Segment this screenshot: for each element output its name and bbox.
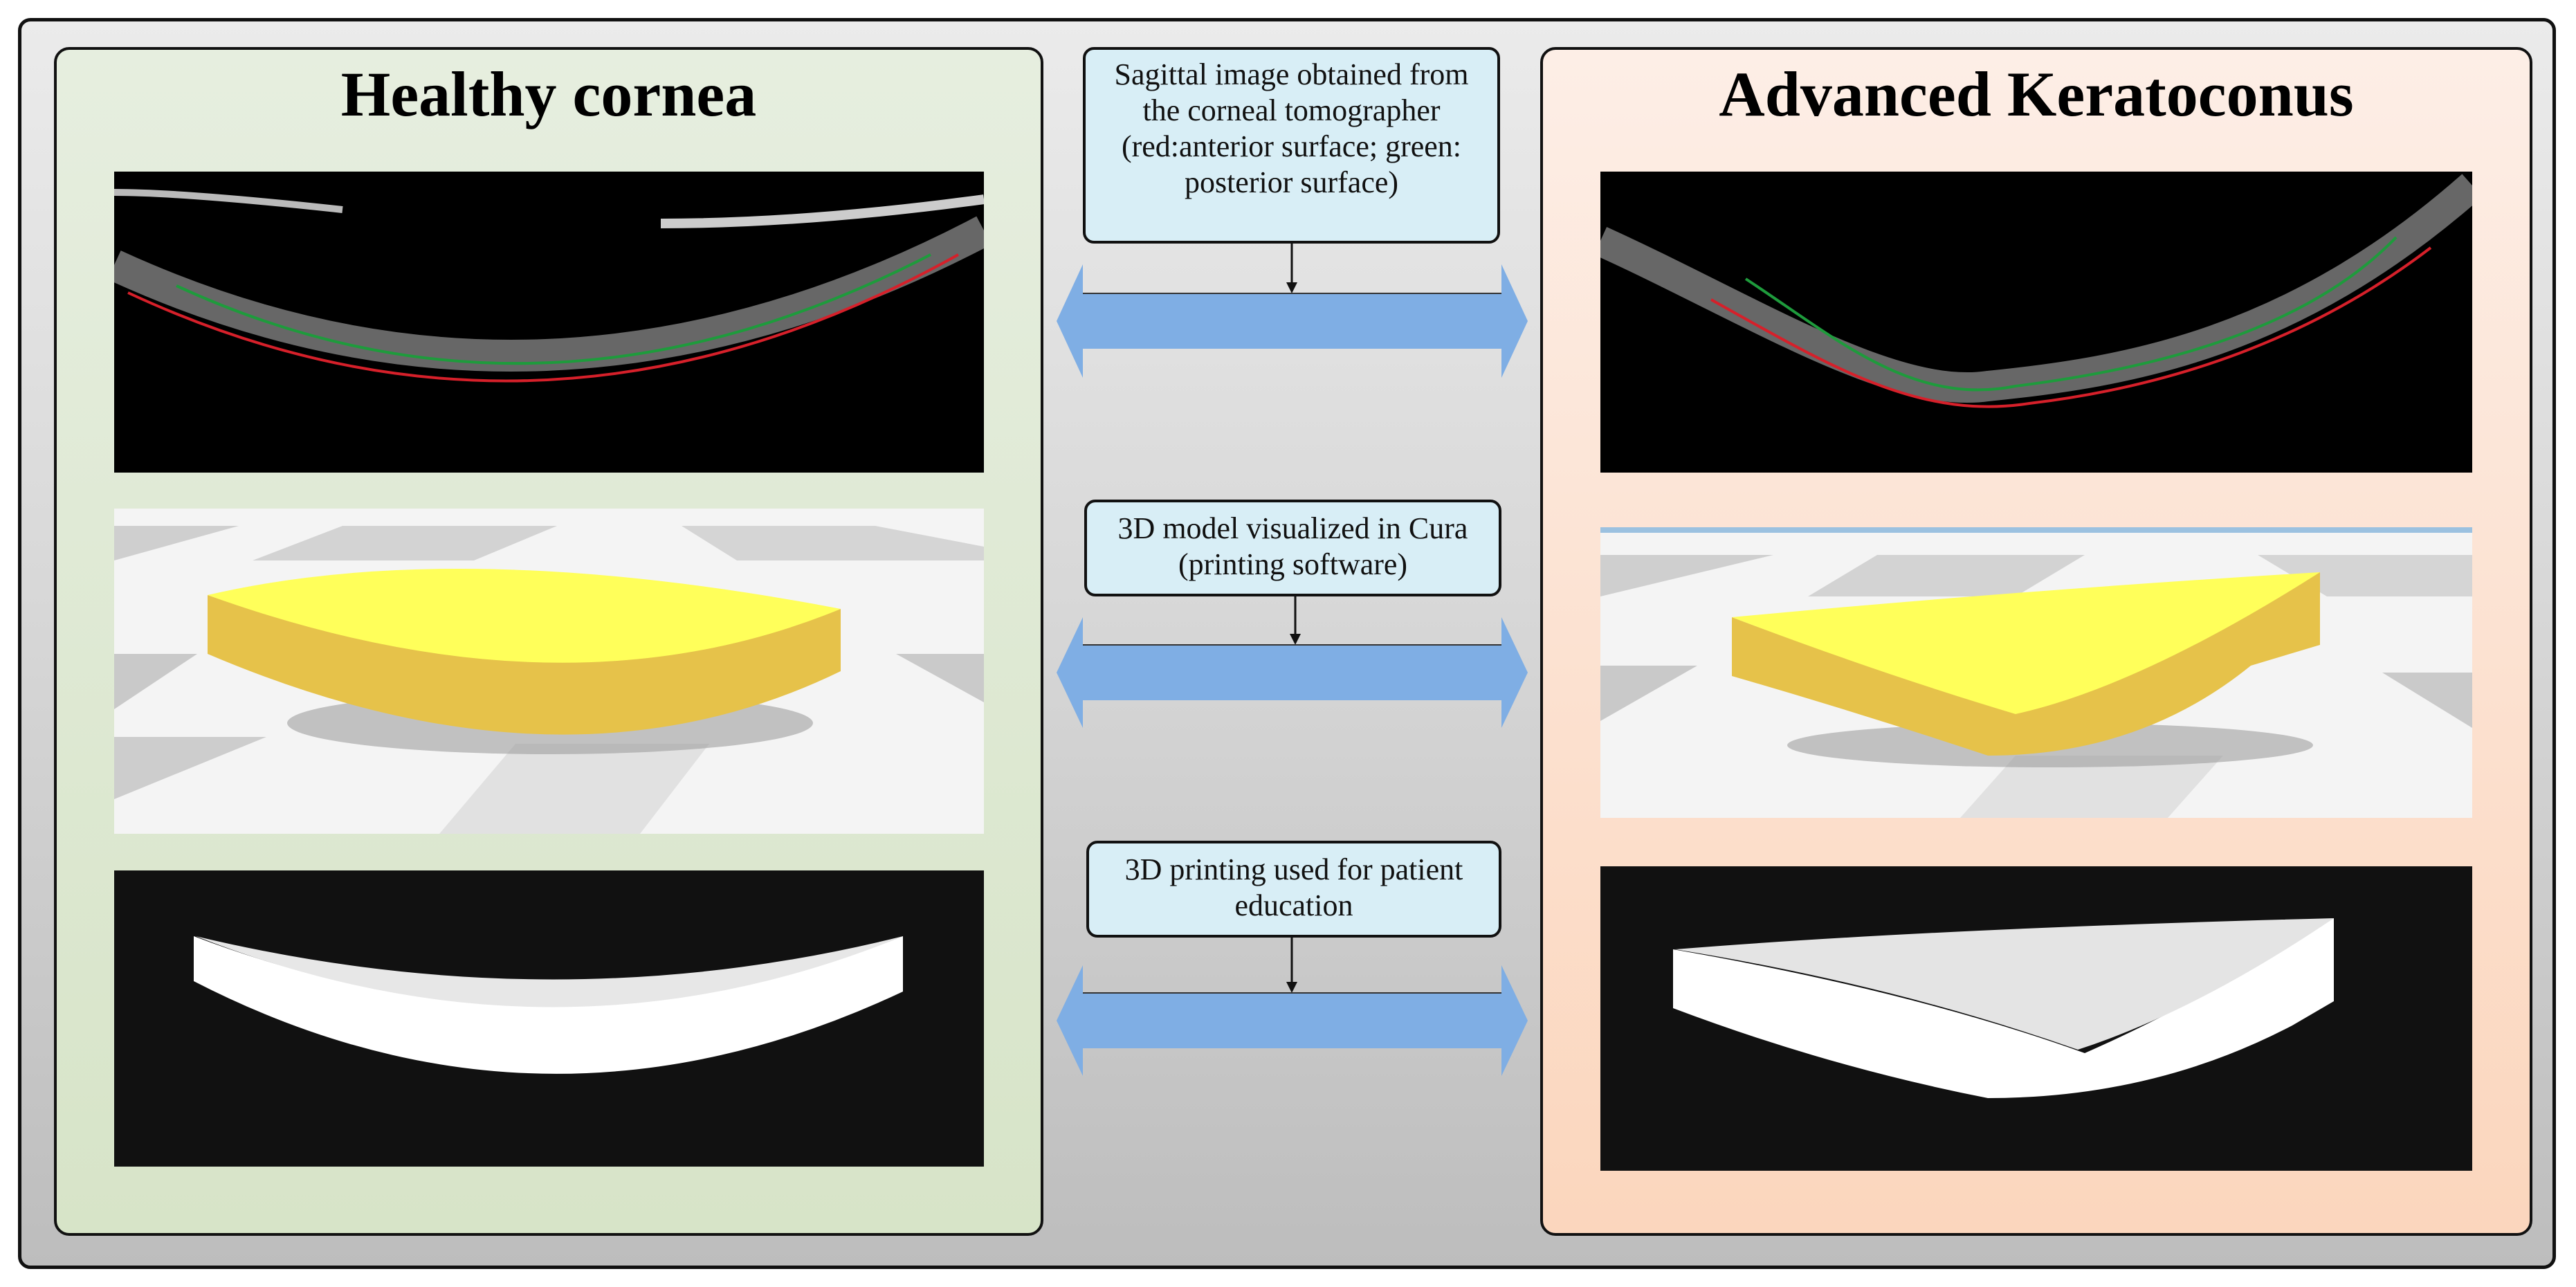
keratoconus-title: Advanced Keratoconus xyxy=(1719,59,2354,129)
caption-tomography: Sagittal image obtained from the corneal… xyxy=(1083,47,1500,244)
caption-3d-printing: 3D printing used for patient education xyxy=(1086,841,1501,938)
connector-arrow-tomography xyxy=(1055,244,1529,382)
keratoconus-tomography-image xyxy=(1600,172,2472,473)
keratoconus-printed-model-photo xyxy=(1600,866,2472,1171)
healthy-3d-model-image xyxy=(114,509,984,834)
healthy-cornea-title: Healthy cornea xyxy=(340,59,757,129)
healthy-tomography-image xyxy=(114,172,984,473)
connector-arrow-3d-model xyxy=(1055,596,1529,735)
healthy-printed-model-photo xyxy=(114,870,984,1167)
connector-arrow-3d-printing xyxy=(1055,938,1529,1079)
keratoconus-3d-model-image xyxy=(1600,527,2472,818)
caption-3d-model: 3D model visualized in Cura (printing so… xyxy=(1084,500,1501,596)
